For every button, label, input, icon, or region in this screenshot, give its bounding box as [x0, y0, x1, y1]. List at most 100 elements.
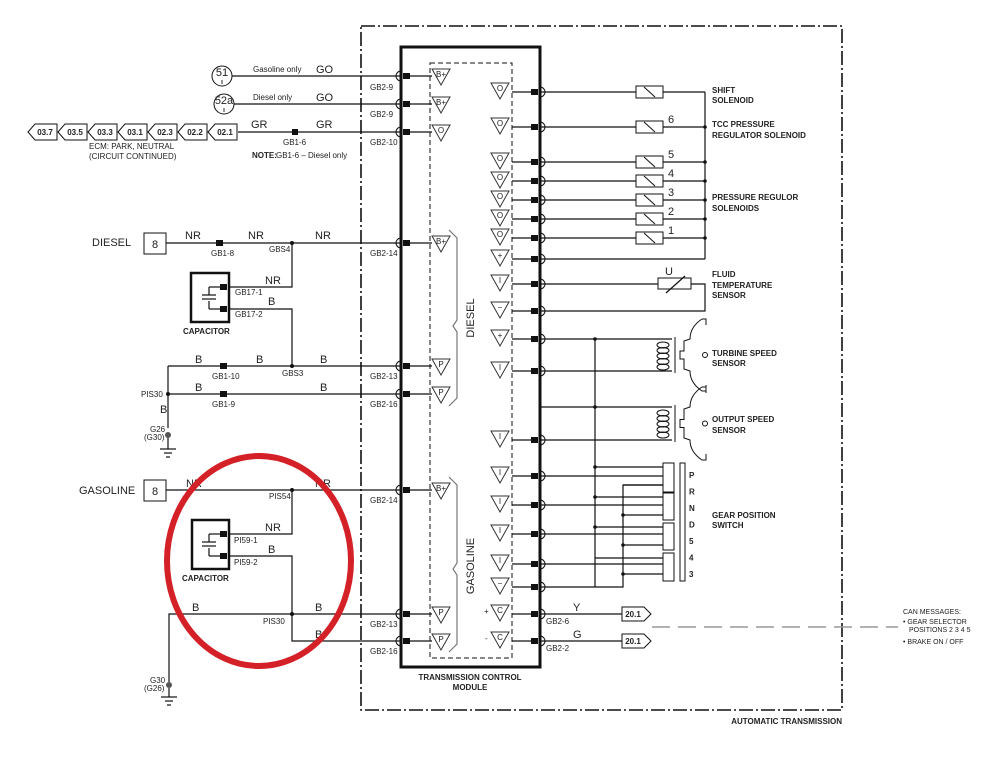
svg-text:I: I	[499, 363, 501, 372]
tcm-left-connector	[395, 388, 410, 400]
tcm-output-symbol: −	[490, 301, 510, 320]
ecm-ref-tag[interactable]: 02.1	[207, 123, 238, 141]
ecm-ref-tag[interactable]: 03.7	[27, 123, 58, 141]
pin-gb2-16-gas: GB2-16	[370, 647, 398, 656]
gasoline-bracket	[448, 476, 458, 653]
svg-text:P: P	[438, 608, 443, 617]
svg-text:II: II	[223, 108, 226, 114]
output-speed-sensor[interactable]	[540, 386, 708, 461]
note-text: GB1-6 – Diesel only	[276, 151, 347, 160]
svg-text:P: P	[438, 360, 443, 369]
gasoline-bracket-label: GASOLINE	[465, 538, 477, 594]
can-wire-y-label: Y	[573, 602, 581, 614]
svg-text:O: O	[497, 119, 503, 128]
turbine-label-1: TURBINE SPEED	[712, 349, 777, 358]
gasoline-b-wire	[168, 613, 401, 682]
diesel-wire-nr-1: NR	[185, 230, 201, 242]
ground-label-1: G30	[150, 676, 166, 685]
tcm-left-connector	[395, 360, 410, 372]
wire-label-b: B	[320, 354, 327, 366]
solenoid-coil[interactable]	[635, 231, 664, 245]
tcm-output-symbol: I	[490, 524, 510, 543]
gasoline-fuse-number: 8	[152, 486, 158, 498]
ref-52a[interactable]: 52a II	[213, 93, 235, 115]
note-bold: NOTE:	[252, 151, 277, 160]
gear-switch-contact	[662, 522, 675, 551]
cap-pin-pi59-1: PI59-1	[234, 536, 258, 545]
ground-label-2: (G26)	[144, 684, 165, 693]
solenoid-coil[interactable]	[635, 120, 664, 134]
tcm-left-connector	[395, 484, 410, 496]
solenoid-number: 4	[668, 168, 674, 180]
gas-cap-nr-wire	[229, 490, 293, 535]
svg-text:B+: B+	[436, 98, 446, 107]
svg-text:03.7: 03.7	[37, 128, 53, 137]
highlight-circle	[164, 453, 354, 669]
svg-text:II: II	[221, 80, 224, 86]
ecm-ref-tag[interactable]: 02.2	[177, 123, 208, 141]
splice-gbs3	[290, 364, 294, 368]
splice-label-pis30-gas: PIS30	[263, 617, 285, 626]
svg-text:O: O	[438, 126, 444, 135]
gas-cap-wire-b: B	[268, 544, 275, 556]
gas-cap-wire-nr: NR	[265, 522, 281, 534]
gear-position-3: 3	[689, 570, 694, 579]
gear-switch-return	[540, 484, 663, 588]
connector-gb1-8	[216, 240, 223, 246]
ground-symbol-icon	[161, 688, 177, 706]
svg-text:51: 51	[216, 67, 228, 79]
tcm-inner-box	[429, 62, 513, 659]
gasoline-capacitor-box[interactable]	[190, 518, 231, 571]
gear-switch-bar	[679, 462, 686, 582]
splice-label-pis30: PIS30	[141, 390, 163, 399]
svg-text:02.2: 02.2	[187, 128, 203, 137]
svg-text:I: I	[499, 432, 501, 441]
junction-dot	[593, 337, 597, 341]
solenoid-coil[interactable]	[635, 174, 664, 188]
solenoid-coil[interactable]	[635, 212, 664, 226]
fluid-label-2: TEMPERATURE	[712, 281, 773, 290]
splice-label-pis54: PIS54	[269, 492, 291, 501]
turbine-speed-sensor[interactable]	[540, 318, 708, 392]
pin-gb2-9-a: GB2-9	[370, 83, 394, 92]
tcm-left-connector	[395, 635, 410, 647]
diesel-bracket-label: DIESEL	[465, 298, 477, 337]
ref-51[interactable]: 51 II	[211, 65, 233, 87]
output-label-2: SENSOR	[712, 426, 746, 435]
diesel-wire-nr-2: NR	[248, 230, 264, 242]
diesel-label: DIESEL	[92, 237, 131, 249]
ecm-ref-tag[interactable]: 03.3	[87, 123, 118, 141]
svg-text:P: P	[438, 388, 443, 397]
svg-text:I: I	[499, 468, 501, 477]
tcm-input-symbol-b-plus: B+	[431, 235, 451, 254]
svg-text:20.1: 20.1	[625, 610, 641, 619]
tcc-label-1: TCC PRESSURE	[712, 120, 775, 129]
solenoid-coil[interactable]	[635, 155, 664, 169]
ecm-ref-tag[interactable]: 02.3	[147, 123, 178, 141]
solenoid-coil[interactable]	[635, 85, 664, 99]
tcm-left-connector	[395, 608, 410, 620]
ecm-ref-tag[interactable]: 03.1	[117, 123, 148, 141]
can-ref-g[interactable]: 20.1	[621, 633, 652, 649]
cap-wire-nr: NR	[265, 275, 281, 287]
svg-text:03.3: 03.3	[97, 128, 113, 137]
diesel-capacitor-label: CAPACITOR	[183, 327, 230, 336]
svg-text:O: O	[497, 154, 503, 163]
shift-solenoid-label-2: SOLENOID	[712, 96, 754, 105]
can-ref-y[interactable]: 20.1	[621, 606, 652, 622]
tcm-input-symbol-p: P	[431, 606, 451, 625]
connector-label-gb1-10: GB1-10	[212, 372, 240, 381]
diesel-capacitor-box[interactable]	[189, 271, 231, 324]
gear-position-4: 4	[689, 554, 694, 563]
solenoid-coil[interactable]	[635, 193, 664, 207]
wire-label-b: B	[315, 602, 322, 614]
wire-label-gr-left: GR	[251, 119, 268, 131]
ecm-ref-tag[interactable]: 03.5	[57, 123, 88, 141]
tcm-output-symbol: O	[490, 209, 510, 228]
junction-dot	[621, 513, 625, 517]
pressure-label-1: PRESSURE REGULOR	[712, 193, 798, 202]
gear-position-d: D	[689, 521, 695, 530]
can-wire-g-label: G	[573, 629, 582, 641]
fluid-temp-sensor-resistor[interactable]	[657, 277, 692, 290]
